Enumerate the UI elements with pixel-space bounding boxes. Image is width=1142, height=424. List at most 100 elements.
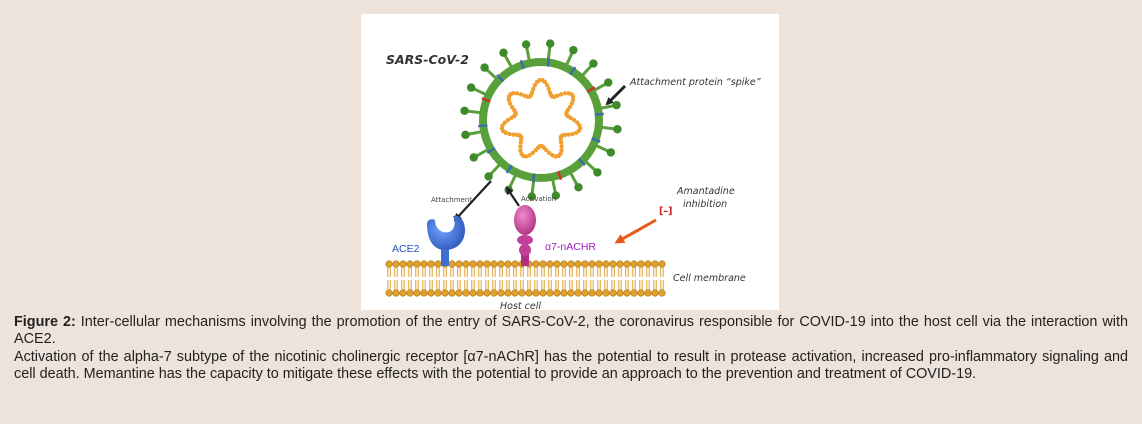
virus-label: SARS-CoV-2 <box>386 52 469 67</box>
lipid-head <box>658 289 666 297</box>
caption-paragraph-1: Figure 2: Inter-cellular mechanisms invo… <box>14 314 1128 349</box>
rna-bead <box>518 144 523 149</box>
rna-bead <box>559 148 564 153</box>
spike-head <box>460 106 469 115</box>
rna-bead <box>570 94 576 99</box>
spike-head <box>551 191 561 200</box>
lipid-head <box>532 260 540 268</box>
rna-bead <box>566 132 571 137</box>
ace2-label: ACE2 <box>392 243 420 255</box>
rna-bead <box>542 79 548 85</box>
lipid-head <box>609 260 617 268</box>
rna-bead <box>502 120 508 125</box>
lipid-head <box>504 289 512 297</box>
rna-bead <box>544 82 550 88</box>
lipid-head <box>385 260 393 268</box>
spike-head <box>480 63 489 72</box>
envelope-protein <box>481 97 491 103</box>
lipid-head <box>560 289 568 297</box>
spike-head <box>469 153 478 162</box>
lipid-head <box>637 260 645 268</box>
rna-bead <box>518 92 524 97</box>
spike-head <box>499 48 508 57</box>
figure-label: Figure 2: <box>14 314 76 330</box>
spike-head <box>521 40 531 49</box>
lipid-head <box>602 289 610 297</box>
lipid-head <box>399 260 407 268</box>
lipid-head <box>616 289 624 297</box>
rna-bead <box>519 151 524 157</box>
ace2-receptor <box>427 215 465 266</box>
lipid-head <box>420 289 428 297</box>
rna-bead <box>562 91 568 96</box>
rna-bead <box>547 150 552 156</box>
lipid-head <box>469 289 477 297</box>
spike-pointer-arrow <box>605 84 627 106</box>
rna-bead <box>568 115 573 121</box>
lipid-head <box>392 260 400 268</box>
lipid-head <box>658 260 666 268</box>
lipid-head <box>406 260 414 268</box>
caption-paragraph-2: Activation of the alpha-7 subtype of the… <box>14 348 1128 383</box>
rna-bead <box>570 131 575 137</box>
lipid-head <box>483 260 491 268</box>
envelope-protein <box>591 137 601 143</box>
spike-head <box>574 183 583 192</box>
envelope-protein <box>586 86 596 93</box>
lipid-head <box>476 289 484 297</box>
lipid-head <box>539 260 547 268</box>
host-cell-label: Host cell <box>500 301 541 310</box>
lipid-head <box>427 260 435 268</box>
lipid-head <box>462 260 470 268</box>
lipid-head <box>511 260 519 268</box>
receptor-label: α7-nACHR <box>545 241 596 253</box>
rna-bead <box>558 136 563 142</box>
lipid-head <box>595 289 603 297</box>
rna-bead <box>574 130 579 136</box>
rna-bead <box>518 140 524 145</box>
lipid-head <box>504 260 512 268</box>
lipid-head <box>637 289 645 297</box>
figure-caption: Figure 2: Inter-cellular mechanisms invo… <box>14 314 1128 384</box>
lipid-head <box>399 289 407 297</box>
rna-bead <box>507 101 513 106</box>
envelope-protein <box>531 173 536 183</box>
lipid-head <box>651 260 659 268</box>
rna-bead <box>514 91 520 96</box>
lipid-head <box>385 289 393 297</box>
lipid-head <box>511 289 519 297</box>
lipid-head <box>623 260 631 268</box>
lipid-head <box>595 260 603 268</box>
rna-bead <box>546 86 551 92</box>
lipid-head <box>413 289 421 297</box>
rna-bead <box>518 148 523 153</box>
rna-bead <box>507 131 512 137</box>
viral-rna <box>499 78 583 159</box>
envelope-protein <box>594 112 604 116</box>
lipid-head <box>490 289 498 297</box>
lipid-head <box>532 289 540 297</box>
rna-bead <box>505 117 511 123</box>
lipid-head <box>574 260 582 268</box>
rna-bead <box>514 132 520 138</box>
lipid-head <box>483 289 491 297</box>
activation-arrow <box>505 186 520 207</box>
spike-head <box>593 168 602 177</box>
lipid-head <box>455 260 463 268</box>
envelope-protein <box>505 164 513 174</box>
lipid-head <box>574 289 582 297</box>
lipid-head <box>560 260 568 268</box>
lipid-head <box>546 260 554 268</box>
figure-panel: SARS-CoV-2 Attachment protein “spike” At… <box>361 14 779 310</box>
lipid-head <box>406 289 414 297</box>
spike-head <box>606 148 616 157</box>
activation-label: Activation <box>521 195 556 203</box>
rna-bead <box>531 86 536 92</box>
virus-particle <box>460 39 622 201</box>
rna-bead <box>509 104 515 110</box>
lipid-head <box>539 289 547 297</box>
lipid-head <box>490 260 498 268</box>
membrane-label: Cell membrane <box>673 273 746 284</box>
lipid-head <box>644 289 652 297</box>
envelope-protein <box>569 66 577 76</box>
